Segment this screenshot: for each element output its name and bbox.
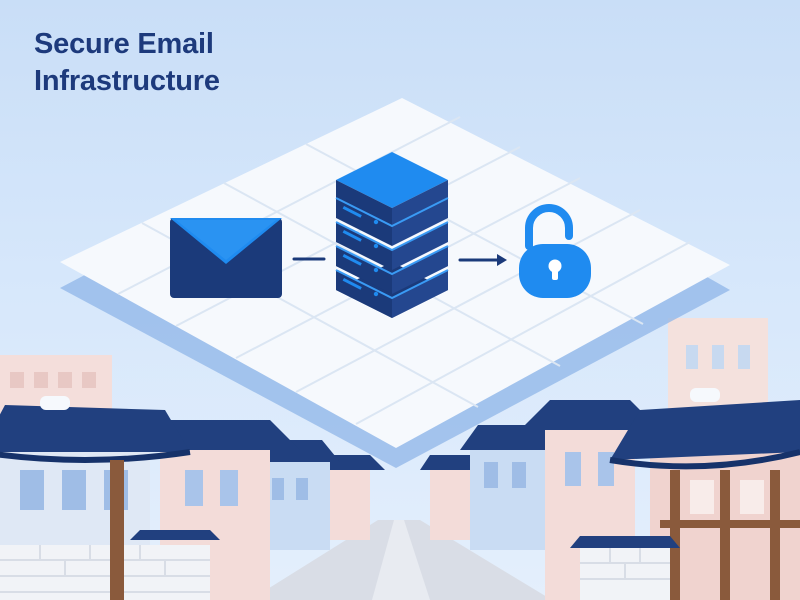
envelope-icon <box>170 218 282 298</box>
title-line-2: Infrastructure <box>34 65 220 97</box>
server-stack-icon <box>335 152 449 318</box>
padlock-icon <box>519 204 591 298</box>
right-street-buildings <box>420 388 800 600</box>
title-line-1: Secure Email <box>34 28 214 60</box>
left-street-buildings <box>0 396 385 600</box>
connector-arrow <box>458 254 507 266</box>
page-title: Secure Email Infrastructure <box>34 26 354 100</box>
